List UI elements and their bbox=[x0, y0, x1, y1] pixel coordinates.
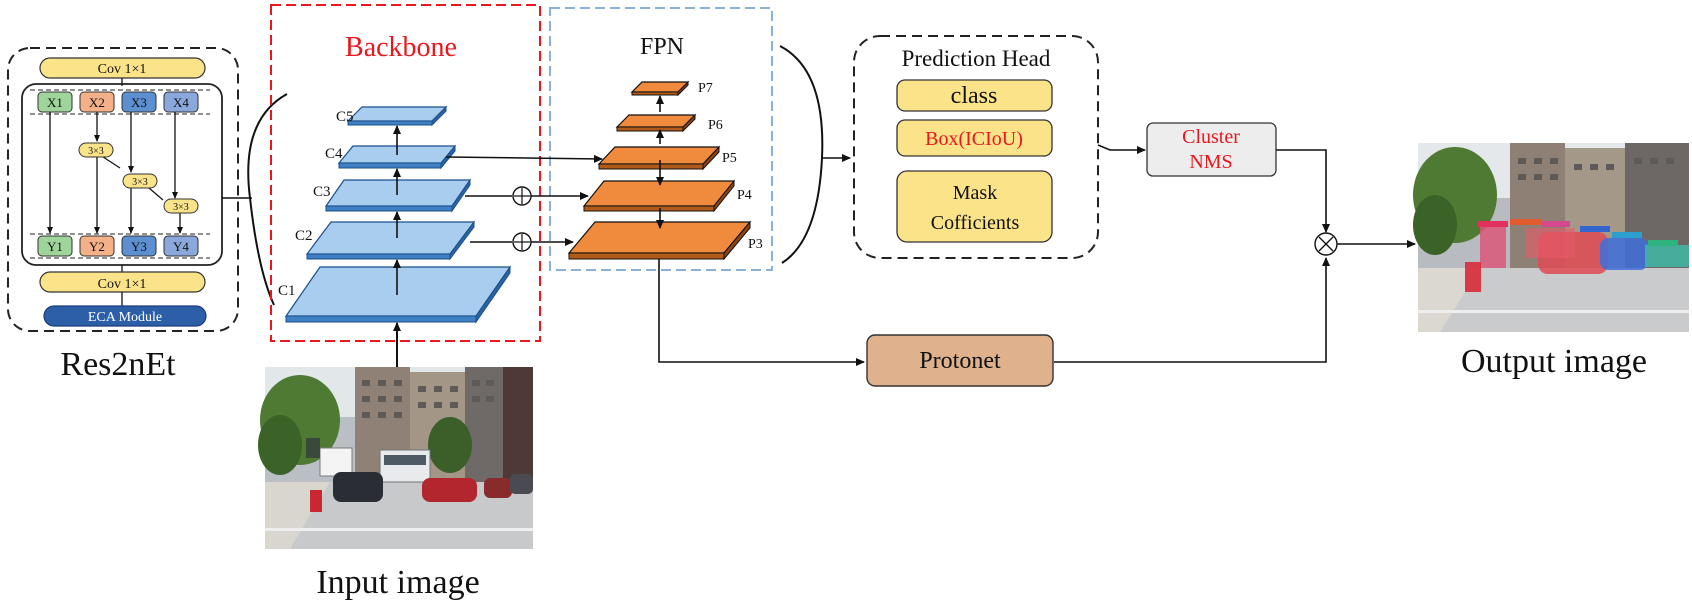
layer-c1 bbox=[284, 266, 512, 317]
fpn-title: FPN bbox=[640, 34, 684, 60]
p7-label: P7 bbox=[698, 81, 713, 96]
nms-label: NMS bbox=[1189, 151, 1232, 173]
conv3x3-box-1 bbox=[78, 142, 114, 158]
input-image-caption: Input image bbox=[316, 564, 479, 601]
prediction-head-title: Prediction Head bbox=[902, 46, 1051, 71]
y2-label: Y2 bbox=[89, 239, 105, 254]
p3-label: P3 bbox=[748, 237, 763, 252]
prediction-head-block: Prediction Head class Box(ICIoU) Mask Co… bbox=[853, 35, 1099, 259]
x4-label: X4 bbox=[173, 95, 189, 110]
p4-label: P4 bbox=[737, 188, 752, 203]
c3-label: C3 bbox=[313, 184, 331, 200]
y1-box bbox=[37, 235, 73, 257]
conv1x1-top-label: Cov 1×1 bbox=[98, 62, 147, 77]
y2-box bbox=[79, 235, 115, 257]
layer-c3 bbox=[324, 179, 472, 207]
mask-label: Mask bbox=[953, 182, 997, 204]
layer-p4 bbox=[582, 180, 736, 207]
p5-label: P5 bbox=[722, 151, 737, 166]
fpn-block: FPN P3 P4 P5 P6 P7 bbox=[549, 7, 773, 271]
layer-c2 bbox=[305, 221, 476, 255]
layer-p5 bbox=[597, 146, 721, 165]
c4-to-p5-arrow bbox=[445, 154, 603, 163]
prediction-head-border bbox=[853, 35, 1099, 259]
res2net-outer-border bbox=[7, 47, 239, 332]
multiply-node bbox=[1314, 232, 1338, 256]
x2-label: X2 bbox=[89, 95, 105, 110]
backbone-title: Backbone bbox=[345, 32, 457, 63]
class-box bbox=[896, 79, 1053, 112]
protonet-block: Protonet bbox=[866, 334, 1054, 387]
backbone-block: Backbone C1 C2 C3 C4 C5 bbox=[270, 4, 541, 342]
y4-label: Y4 bbox=[173, 239, 189, 254]
p6-label: P6 bbox=[708, 118, 723, 133]
x4-box bbox=[163, 91, 199, 113]
y1-label: Y1 bbox=[47, 239, 63, 254]
conv3x3-label-3: 3×3 bbox=[173, 202, 189, 213]
conv3x3-label-2: 3×3 bbox=[132, 177, 148, 188]
conv3x3-box-2 bbox=[122, 173, 158, 189]
mask-coefficients-box bbox=[896, 170, 1053, 243]
y3-box bbox=[121, 235, 157, 257]
c5-label: C5 bbox=[336, 109, 354, 125]
y3-label: Y3 bbox=[131, 239, 147, 254]
box-iciou-label: Box(ICIoU) bbox=[925, 128, 1023, 150]
box-iciou-box bbox=[896, 119, 1053, 157]
cluster-label: Cluster bbox=[1182, 126, 1240, 148]
conv3x3-box-3 bbox=[163, 198, 199, 214]
output-image-caption: Output image bbox=[1461, 343, 1647, 380]
layer-c5 bbox=[346, 106, 448, 122]
nms-to-multiply-arrow bbox=[1276, 149, 1330, 233]
p3-to-protonet-arrow bbox=[658, 259, 865, 366]
res2net-caption: Res2nEt bbox=[60, 346, 176, 383]
x1-label: X1 bbox=[47, 95, 63, 110]
cluster-nms-block: Cluster NMS bbox=[1146, 122, 1277, 177]
protonet-label: Protonet bbox=[919, 348, 1001, 374]
x3-label: X3 bbox=[131, 95, 147, 110]
x1-box bbox=[37, 91, 73, 113]
head-to-nms-arrow bbox=[1097, 144, 1146, 154]
res2net-bracket-curve bbox=[247, 93, 288, 306]
backbone-border bbox=[270, 4, 541, 342]
fpn-border bbox=[549, 7, 773, 271]
res2net-block: Cov 1×1 X1 X2 X3 X4 Y1 Y2 Y3 Y4 3×3 bbox=[7, 47, 239, 383]
eca-module-box bbox=[43, 305, 207, 327]
input-image bbox=[258, 367, 533, 549]
c1-label: C1 bbox=[278, 283, 296, 299]
c4-label: C4 bbox=[325, 146, 343, 162]
class-label: class bbox=[951, 83, 998, 109]
fpn-bracket-curve bbox=[779, 45, 824, 264]
conv3x3-label-1: 3×3 bbox=[88, 146, 104, 157]
protonet-box bbox=[866, 334, 1054, 387]
protonet-to-multiply-arrow bbox=[1054, 257, 1330, 363]
output-image bbox=[1413, 143, 1689, 332]
layer-p6 bbox=[615, 114, 697, 128]
conv1x1-bottom-label: Cov 1×1 bbox=[98, 277, 147, 292]
eca-module-label: ECA Module bbox=[88, 310, 162, 325]
c2-label: C2 bbox=[295, 228, 313, 244]
x3-box bbox=[121, 91, 157, 113]
coefficients-label: Cofficients bbox=[931, 212, 1020, 234]
y4-box bbox=[163, 235, 199, 257]
